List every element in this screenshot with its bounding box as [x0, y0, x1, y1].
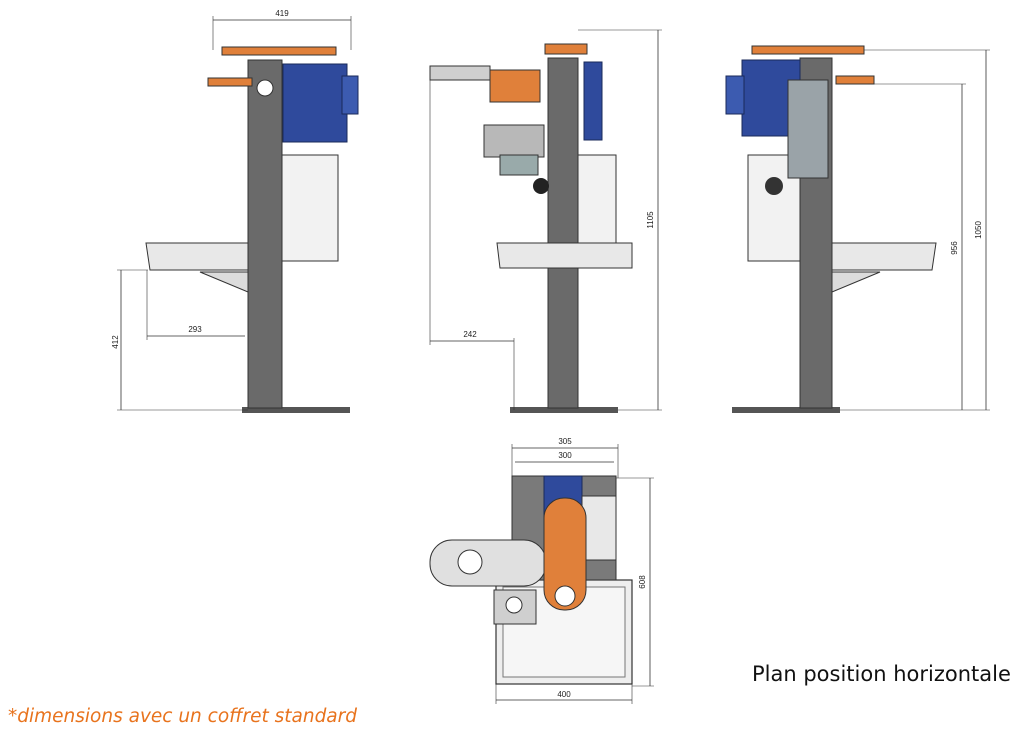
plan-base-label: 400 [557, 690, 571, 699]
side-gearbox [489, 69, 541, 103]
plan-view: 305 300 608 400 [429, 437, 654, 704]
dimensions-note: *dimensions avec un coffret standard [8, 706, 357, 727]
side-top-plate [544, 43, 588, 55]
front-motor [282, 63, 348, 143]
side-height-label: 1105 [646, 211, 655, 229]
plan-gear-housing [543, 497, 587, 611]
rear-height-a-label: 956 [950, 241, 959, 255]
side-motor-foot [499, 154, 539, 176]
front-pulley [256, 79, 274, 97]
front-view: 419 412 293 [111, 9, 359, 413]
side-table [496, 242, 633, 269]
side-column [547, 57, 579, 409]
front-cabinet [281, 154, 339, 262]
rear-arm-plate [835, 75, 875, 85]
front-base-plate [242, 407, 350, 413]
plan-width-a-label: 305 [558, 437, 572, 446]
front-width-label: 419 [275, 9, 289, 18]
side-base-plate [510, 407, 618, 413]
rear-view: 956 1050 [725, 45, 990, 413]
front-height-label: 412 [111, 335, 120, 349]
rear-motor-cap [725, 75, 745, 115]
front-depth-label: 293 [188, 325, 202, 334]
plan-output-shaft [554, 585, 576, 607]
front-column [247, 59, 283, 409]
front-bracket [199, 271, 249, 293]
plan-arm-pulley [457, 549, 483, 575]
front-motor-cap [341, 75, 359, 115]
rear-bracket [831, 271, 881, 293]
front-table [145, 242, 249, 271]
plan-depth-label: 608 [638, 575, 647, 589]
rear-height-b-label: 1050 [974, 221, 983, 239]
side-knob [533, 178, 549, 194]
side-motor [583, 61, 603, 141]
front-arm-plate [207, 77, 253, 87]
plan-bracket-hole [505, 596, 523, 614]
plan-side-box [581, 495, 617, 561]
side-motor-2 [483, 124, 545, 158]
side-depth-label: 242 [463, 330, 477, 339]
rear-base-plate [732, 407, 840, 413]
plan-arm [429, 539, 547, 587]
rear-knob [765, 177, 783, 195]
rear-table [831, 242, 937, 271]
plan-width-b-label: 300 [558, 451, 572, 460]
rear-top-plate [751, 45, 865, 55]
plan-caption: Plan position horizontale [752, 662, 1011, 686]
rear-gearmotor [787, 79, 829, 179]
front-top-plate [221, 46, 337, 56]
side-arm [429, 65, 491, 81]
side-view: 1105 242 [429, 29, 662, 413]
